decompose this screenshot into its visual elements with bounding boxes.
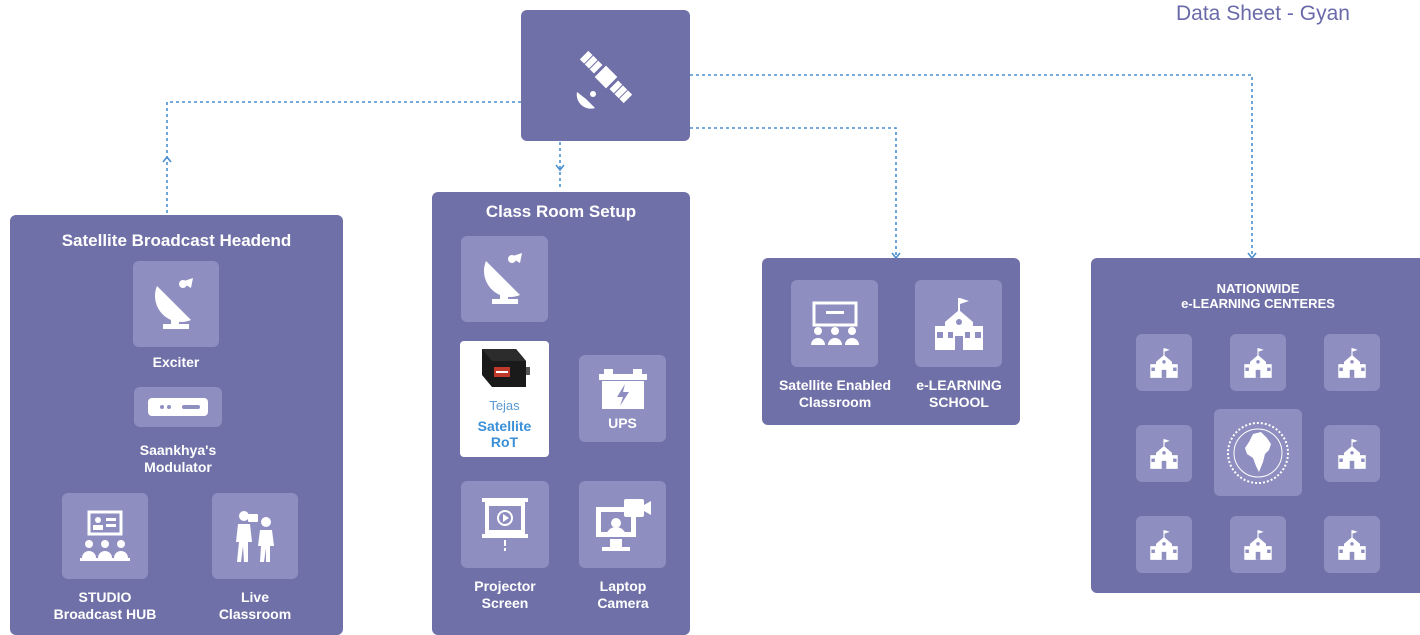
live-classroom-tile[interactable] — [212, 493, 298, 579]
studio-tile[interactable] — [62, 493, 148, 579]
projector-tile[interactable] — [461, 481, 549, 568]
studio-icon — [80, 510, 130, 561]
connector-to-school — [690, 127, 897, 258]
rot-device-image — [482, 349, 530, 387]
dish-icon — [483, 253, 522, 304]
rot-brand: Tejas — [489, 398, 520, 413]
school-icon — [934, 297, 983, 350]
school-icon — [1150, 347, 1178, 378]
video-call-icon — [595, 498, 651, 551]
center-school-tile[interactable] — [1324, 516, 1380, 573]
school-icon — [1244, 347, 1272, 378]
ups-label: UPS — [608, 415, 637, 431]
school-icon — [1338, 529, 1366, 560]
laptop-camera-tile[interactable] — [579, 481, 666, 568]
cameraman-icon — [236, 511, 274, 562]
projector-screen-icon — [482, 497, 528, 551]
india-emblem-icon — [1227, 421, 1289, 484]
classroom-dish-tile[interactable] — [461, 236, 548, 322]
school-icon — [1150, 529, 1178, 560]
arrow-up-headend — [162, 155, 172, 163]
modulator-icon — [148, 398, 208, 416]
headend-panel: Satellite Broadcast Headend Exciter Saan… — [10, 215, 343, 635]
connector-to-nationwide — [690, 74, 1253, 258]
battery-icon — [598, 369, 647, 409]
satellite-classroom-tile[interactable] — [791, 280, 878, 367]
school-icon — [1244, 529, 1272, 560]
center-school-tile[interactable] — [1324, 334, 1380, 391]
exciter-label: Exciter — [152, 354, 200, 370]
school-icon — [1338, 438, 1366, 469]
arrow-down-classroom — [555, 164, 565, 172]
school-icon — [1150, 438, 1178, 469]
center-school-tile[interactable] — [1230, 334, 1286, 391]
center-school-tile[interactable] — [1230, 516, 1286, 573]
ups-tile[interactable]: UPS — [579, 355, 666, 442]
classroom-title: Class Room Setup — [485, 202, 637, 221]
satellite-hub — [521, 10, 690, 141]
classroom-icon — [810, 301, 859, 345]
center-school-tile[interactable] — [1136, 425, 1192, 482]
center-school-tile[interactable] — [1136, 334, 1192, 391]
modulator-tile[interactable] — [134, 387, 222, 427]
dish-icon — [155, 278, 193, 329]
satellite-icon — [571, 42, 641, 112]
headend-title: Satellite Broadcast Headend — [61, 231, 292, 250]
elearning-school-tile[interactable] — [915, 280, 1002, 367]
exciter-tile[interactable] — [133, 261, 219, 347]
page-title: Data Sheet - Gyan — [1176, 2, 1350, 25]
center-school-tile[interactable] — [1136, 516, 1192, 573]
center-school-tile[interactable] — [1324, 425, 1380, 482]
india-emblem-tile[interactable] — [1214, 409, 1302, 496]
school-icon — [1338, 347, 1366, 378]
